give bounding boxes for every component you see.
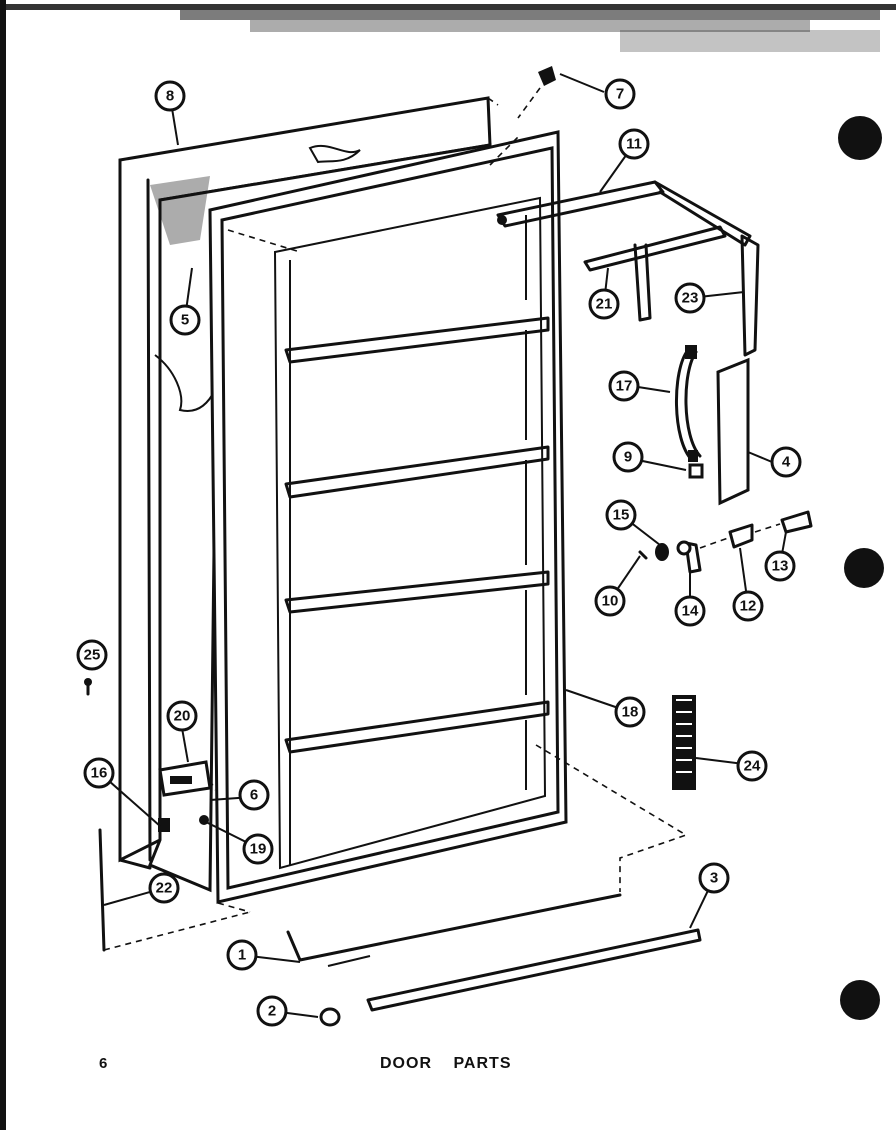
callout-5: 5 (169, 304, 201, 336)
hinge-bracket-assembly (496, 180, 760, 357)
callout-label-23: 23 (682, 290, 699, 307)
callout-label-24: 24 (744, 758, 761, 775)
callout-label-3: 3 (710, 870, 718, 887)
latch-components (638, 510, 813, 574)
callout-label-11: 11 (626, 136, 642, 153)
callout-label-4: 4 (782, 454, 791, 471)
callout-16: 16 (83, 757, 115, 789)
door-handle (675, 345, 750, 506)
diagram-title: DOOR PARTS (380, 1055, 512, 1072)
gasket-strip (672, 695, 696, 790)
callout-22: 22 (148, 872, 180, 904)
callout-label-8: 8 (166, 88, 174, 105)
callout-label-16: 16 (91, 765, 108, 782)
callout-18: 18 (614, 696, 646, 728)
callout-15: 15 (605, 499, 637, 531)
hinge-cap (517, 66, 556, 119)
callout-label-10: 10 (602, 593, 619, 610)
callout-label-1: 1 (238, 947, 246, 964)
bottom-hinge-parts (98, 97, 702, 1027)
callout-3: 3 (698, 862, 730, 894)
callout-label-13: 13 (772, 558, 789, 575)
callout-label-6: 6 (250, 787, 258, 804)
callout-label-17: 17 (616, 378, 633, 395)
callout-7: 7 (604, 78, 636, 110)
callout-label-21: 21 (596, 296, 613, 313)
callout-label-2: 2 (268, 1003, 276, 1020)
callout-9: 9 (612, 441, 644, 473)
binder-hole-top (838, 116, 882, 160)
callout-label-22: 22 (156, 880, 173, 897)
callout-label-18: 18 (622, 704, 639, 721)
callout-23: 23 (674, 282, 706, 314)
callout-label-15: 15 (613, 507, 630, 524)
callout-label-19: 19 (250, 841, 267, 858)
binder-hole-bottom (840, 980, 880, 1020)
callout-label-20: 20 (174, 708, 191, 725)
callout-17: 17 (608, 370, 640, 402)
callout-24: 24 (736, 750, 768, 782)
callout-21: 21 (588, 288, 620, 320)
callout-13: 13 (764, 550, 796, 582)
inner-door-liner (208, 130, 568, 904)
callout-25: 25 (76, 639, 108, 671)
callout-10: 10 (594, 585, 626, 617)
callout-label-12: 12 (740, 598, 757, 615)
callout-19: 19 (242, 833, 274, 865)
callout-14: 14 (674, 595, 706, 627)
callout-6: 6 (238, 779, 270, 811)
callout-2: 2 (256, 995, 288, 1027)
callout-4: 4 (770, 446, 802, 478)
callout-label-14: 14 (682, 603, 699, 620)
callout-1: 1 (226, 939, 258, 971)
callout-label-7: 7 (616, 86, 624, 103)
callout-20: 20 (166, 700, 198, 732)
callout-12: 12 (732, 590, 764, 622)
switch-block (84, 678, 212, 832)
callout-label-9: 9 (624, 449, 632, 466)
callout-label-25: 25 (84, 647, 101, 664)
callout-11: 11 (618, 128, 650, 160)
callout-8: 8 (154, 80, 186, 112)
page-number: 6 (99, 1055, 108, 1072)
binder-hole-middle (844, 548, 884, 588)
callout-label-5: 5 (181, 312, 189, 329)
